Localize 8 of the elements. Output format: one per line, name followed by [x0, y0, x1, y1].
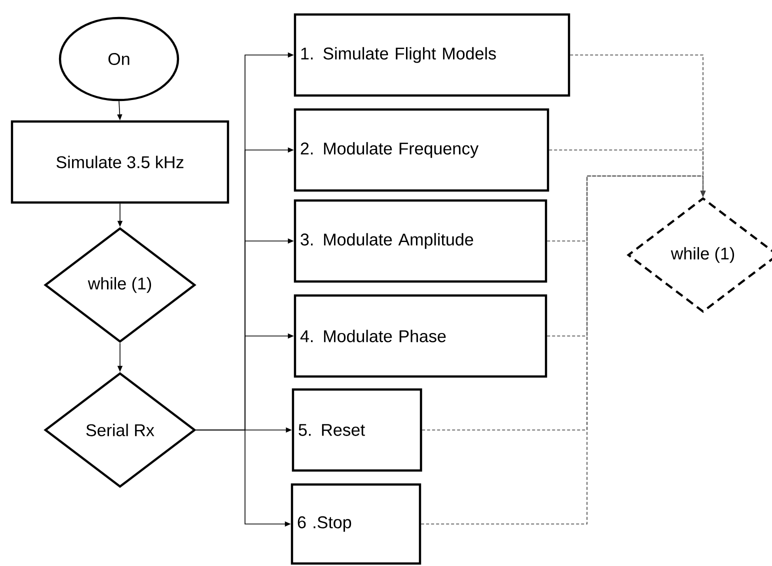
- process-box: 1. Simulate Flight Models: [294, 13, 570, 97]
- process-box: 3. Modulate Amplitude: [294, 199, 548, 283]
- process-box: 5. Reset: [292, 388, 422, 472]
- process-box: 6 .Stop: [290, 483, 422, 565]
- process-box: Simulate 3.5 kHz: [10, 120, 230, 204]
- arrow: [420, 176, 706, 524]
- process-box: 2. Modulate Frequency: [294, 108, 550, 192]
- process-box: 4. Modulate Phase: [294, 294, 548, 378]
